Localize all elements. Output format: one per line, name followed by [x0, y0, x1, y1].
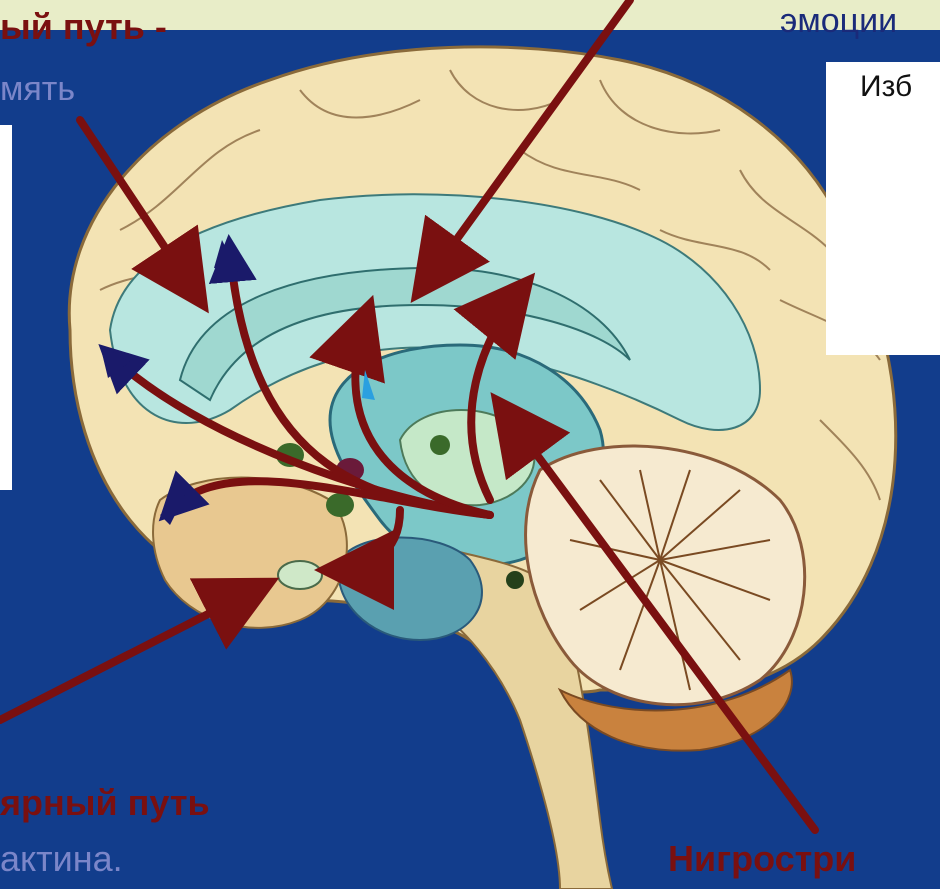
bottom-left-title: ярный путь [0, 782, 210, 824]
top-left-title: ый путь - [0, 6, 167, 48]
top-left-subtitle: мять [0, 70, 75, 109]
nucleus-green-2 [326, 493, 354, 517]
nucleus-green-3 [430, 435, 450, 455]
bottom-right-label: Нигростри [668, 838, 856, 880]
pointer-bottom-left [0, 585, 265, 720]
bottom-left-subtitle: актина. [0, 838, 123, 880]
top-right-label: эмоции [780, 2, 897, 41]
nucleus-dark [506, 571, 524, 589]
pituitary [278, 561, 322, 589]
left-white-box [0, 125, 12, 490]
right-white-box [826, 62, 940, 355]
right-box-text: Изб [860, 70, 912, 104]
